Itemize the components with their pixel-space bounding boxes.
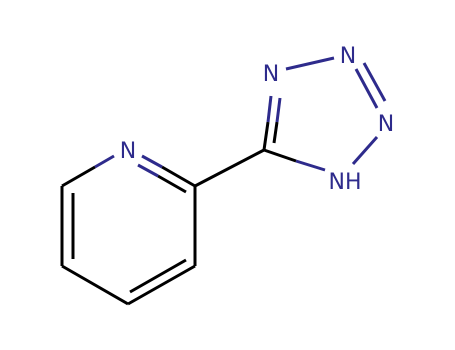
bond-c4-c3 <box>127 264 196 306</box>
bond-c2-n1-inner-a <box>157 174 187 194</box>
bond-c2-c5t <box>194 148 265 188</box>
bond-n1h-c5t-a <box>295 159 326 172</box>
atom-tetrazole-n3: N <box>340 44 356 69</box>
bond-c2-n1-b <box>141 154 163 169</box>
bond-c5t-n4-inner-a <box>272 121 279 144</box>
bond-c5t-n4-inner-b <box>275 97 282 123</box>
atom-tetrazole-nh: NH <box>329 170 362 195</box>
bond-c2-n1-inner-b <box>137 163 159 178</box>
bond-n3-n2 <box>354 68 379 109</box>
bond-n4-n3 <box>285 56 335 71</box>
bond-c5t-n4-b <box>266 95 273 123</box>
atom-pyridine-n: N <box>120 139 136 164</box>
bond-n1h-c5t-b <box>263 148 297 163</box>
atom-tetrazole-n4: N <box>263 62 279 87</box>
bond-n3-n2-inner <box>362 62 387 102</box>
bond-n1-c6-b <box>61 165 96 188</box>
bond-n2-n1h <box>351 136 379 165</box>
bond-c5-c4 <box>61 264 129 306</box>
bond-c2-n1-a <box>161 165 196 188</box>
bond-c4-c3-inner <box>129 258 187 294</box>
bond-n1-c6-a <box>94 154 115 169</box>
atom-tetrazole-n2: N <box>378 112 394 137</box>
bond-c5t-n4-a <box>262 121 270 151</box>
